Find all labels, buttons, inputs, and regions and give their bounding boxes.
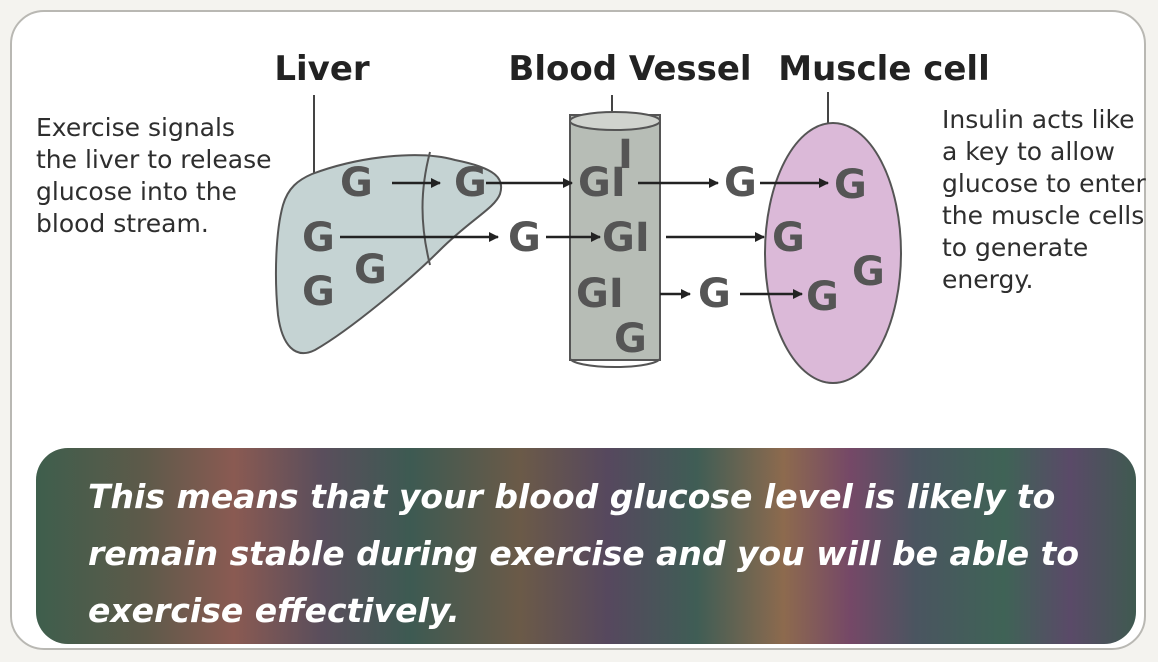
muscle-cell-title: Muscle cell (778, 49, 990, 89)
glucose-letter: G (354, 247, 387, 293)
glucose-letter: G (834, 162, 867, 208)
liver-explanation-text: Exercise signals the liver to release gl… (36, 112, 276, 240)
glucose-letter: G (340, 160, 373, 206)
glucose-letter: G (806, 274, 839, 320)
glucose-letter: G (724, 160, 757, 206)
glucose-letter: G (302, 215, 335, 261)
glucose-letter: G (852, 249, 885, 295)
gi-letters: GI (576, 271, 624, 317)
blood-vessel-top (570, 112, 660, 130)
glucose-letter: G (772, 215, 805, 261)
blood-vessel-title: Blood Vessel (508, 49, 751, 89)
glucose-letter: G (614, 316, 647, 362)
glucose-letter: G (508, 215, 541, 261)
liver-title: Liver (274, 49, 370, 89)
insulin-letter: I (618, 132, 633, 178)
conclusion-text: This means that your blood glucose level… (88, 468, 1096, 639)
conclusion-banner: This means that your blood glucose level… (36, 448, 1136, 644)
glucose-letter: G (454, 160, 487, 206)
insulin-explanation-text: Insulin acts like a key to allow glucose… (942, 104, 1147, 296)
glucose-letter: G (302, 269, 335, 315)
glucose-letter: G (698, 271, 731, 317)
gi-letters: GI (602, 215, 650, 261)
